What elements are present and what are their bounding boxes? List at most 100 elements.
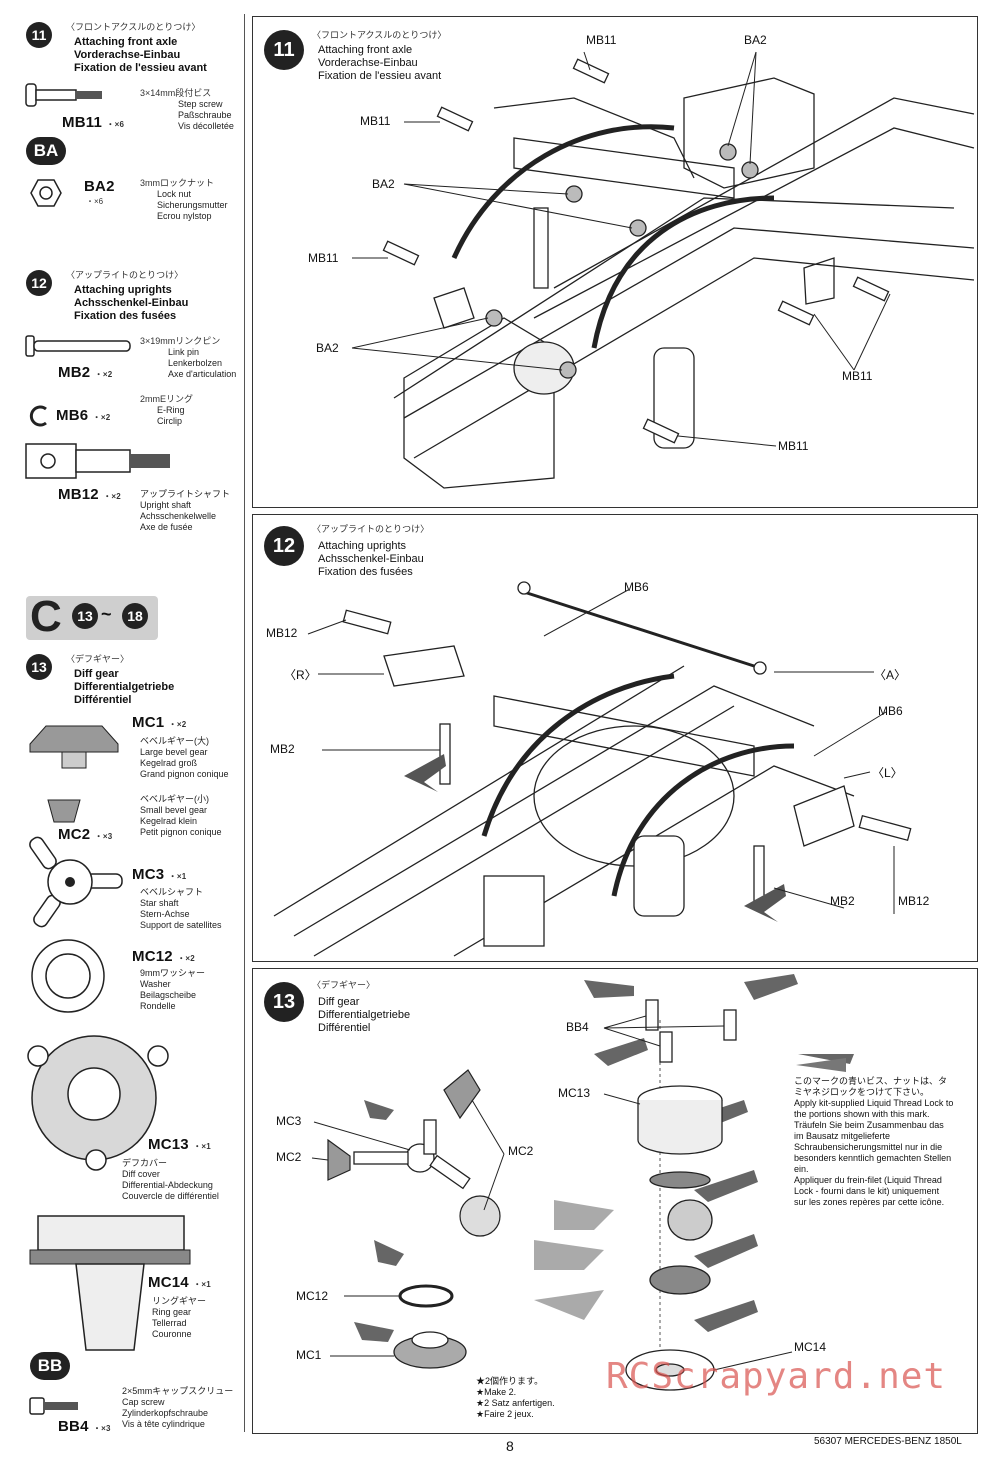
p11-label-ba2-top: BA2 xyxy=(744,33,767,47)
bag-ba-badge: BA xyxy=(26,137,66,165)
ring-gear-icon xyxy=(29,1215,191,1351)
front-axle-diagram xyxy=(351,51,975,489)
p11-label-ba2-mid: BA2 xyxy=(372,177,395,191)
p12-label-r: 〈R〉 xyxy=(284,668,317,682)
p12-label-l: 〈L〉 xyxy=(872,766,903,780)
part-mb2-jp: 3×19mmリンクピン xyxy=(140,336,221,346)
p13-label-bb4: BB4 xyxy=(566,1020,589,1034)
p12-label-mb12-left: MB12 xyxy=(266,626,298,640)
p13-label-mc1: MC1 xyxy=(296,1348,322,1362)
step-screw-icon xyxy=(25,83,102,107)
p13-label-mc2-right: MC2 xyxy=(508,1144,534,1158)
bag-c-range-from: 13 xyxy=(72,603,98,629)
column-divider xyxy=(244,14,245,1432)
p11-label-mb11-top: MB11 xyxy=(586,33,617,47)
part-mc3-code: MC3 ・×1 xyxy=(132,866,187,883)
p12-label-mb2-right: MB2 xyxy=(830,894,855,908)
page-number: 8 xyxy=(506,1438,514,1454)
p13-label-mc12: MC12 xyxy=(296,1289,329,1303)
part-ba2-code: BA2 xyxy=(84,178,115,195)
link-pin-icon xyxy=(25,335,131,357)
step-12-badge: 12 xyxy=(26,270,52,296)
bag-c-range-to: 18 xyxy=(122,603,148,629)
step-11-badge: 11 xyxy=(26,22,52,48)
step-13-jp: 〈デフギヤー〉 xyxy=(66,654,130,664)
part-ba2-jp: 3mmロックナット xyxy=(140,178,214,188)
washer-icon xyxy=(31,939,105,1013)
thread-lock-marker-icon xyxy=(796,1058,846,1072)
part-mb6-code: MB6 ・×2 xyxy=(56,407,111,424)
step-13-badge: 13 xyxy=(26,654,52,680)
p11-label-ba2-low: BA2 xyxy=(316,341,339,355)
glue-note: このマークの青いビス、ナットは、タミヤネジロックをつけて下さい。 Apply k… xyxy=(794,1076,954,1207)
panel-step-11 xyxy=(252,16,978,508)
panel-11-badge: 11 xyxy=(264,30,304,70)
p13-label-mc2-left: MC2 xyxy=(276,1150,302,1164)
bag-c-tilde: ~ xyxy=(101,604,112,624)
part-mb12-code: MB12 ・×2 xyxy=(58,486,121,503)
p11-label-mb11-left: MB11 xyxy=(360,114,391,128)
panel-13-badge: 13 xyxy=(264,982,304,1022)
watermark: RCScrapyard.net xyxy=(606,1356,947,1397)
bag-c-letter: C xyxy=(30,592,62,641)
large-bevel-gear-icon xyxy=(29,725,119,769)
part-mc13-code: MC13 ・×1 xyxy=(148,1136,211,1153)
p11-label-mb11-right: MB11 xyxy=(842,369,873,383)
diff-gear-diagram xyxy=(311,974,854,1391)
star-shaft-icon xyxy=(29,836,123,928)
part-mc14-code: MC14 ・×1 xyxy=(148,1274,211,1291)
p12-label-mb2-left: MB2 xyxy=(270,742,295,756)
p11-label-mb11-bottom: MB11 xyxy=(778,439,809,453)
small-bevel-gear-icon xyxy=(47,799,81,823)
part-bb4-code: BB4 ・×3 xyxy=(58,1418,111,1435)
p13-label-mc13: MC13 xyxy=(558,1086,591,1100)
part-mb2-code: MB2 ・×2 xyxy=(58,364,113,381)
lock-nut-icon xyxy=(30,179,62,207)
p11-label-mb11-mid: MB11 xyxy=(308,251,339,265)
diff-cover-icon xyxy=(27,1035,169,1171)
step-12-jp: 〈アップライトのとりつけ〉 xyxy=(66,270,184,280)
p12-label-mb12-right: MB12 xyxy=(898,894,930,908)
panel-11-jp: 〈フロントアクスルのとりつけ〉 xyxy=(312,30,447,40)
cap-screw-icon xyxy=(29,1397,78,1415)
p12-label-a: 〈A〉 xyxy=(874,668,907,682)
part-ba2-qty: ・×6 xyxy=(86,197,104,206)
p12-label-mb6-top: MB6 xyxy=(624,580,649,594)
part-mc12-code: MC12 ・×2 xyxy=(132,948,195,965)
make-two-note: ★2個作ります。 ★Make 2. ★2 Satz anfertigen. ★F… xyxy=(476,1376,555,1419)
model-name: 56307 MERCEDES-BENZ 1850L xyxy=(814,1436,962,1447)
part-mb6-jp: 2mmEリング xyxy=(140,394,194,404)
e-ring-icon xyxy=(29,405,47,427)
part-mc1-code: MC1 ・×2 xyxy=(132,714,187,731)
bag-bb-badge: BB xyxy=(30,1352,70,1380)
panel-13-jp: 〈デフギヤー〉 xyxy=(312,980,376,990)
panel-12-jp: 〈アップライトのとりつけ〉 xyxy=(312,524,430,534)
p13-label-mc14: MC14 xyxy=(794,1340,827,1354)
upright-shaft-icon xyxy=(25,443,170,479)
part-mb11-code: MB11 ・×6 xyxy=(62,114,125,131)
step-11-jp: 〈フロントアクスルのとりつけ〉 xyxy=(66,22,201,32)
part-mc2-code: MC2 ・×3 xyxy=(58,826,113,843)
p13-label-mc3: MC3 xyxy=(276,1114,302,1128)
p12-label-mb6-right: MB6 xyxy=(878,704,903,718)
part-mb11-jp: 3×14mm段付ビス xyxy=(140,88,212,98)
uprights-diagram xyxy=(273,581,912,957)
panel-12-badge: 12 xyxy=(264,526,304,566)
